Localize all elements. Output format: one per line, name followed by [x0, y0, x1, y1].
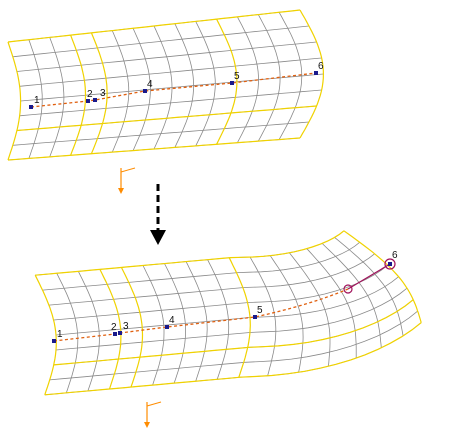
- bent-point-marker-4: [165, 325, 169, 329]
- lattice-line: [44, 322, 422, 396]
- bent-lattice-wireframe: [35, 230, 422, 396]
- lattice-line: [53, 299, 414, 366]
- lattice-ring: [153, 25, 173, 150]
- lattice-ring: [49, 37, 65, 158]
- lattice-outline: [7, 137, 301, 161]
- lattice-outline: [7, 9, 301, 43]
- lattice-edge-ring: [90, 32, 108, 154]
- bent-point-marker-3: [118, 331, 122, 335]
- lattice-outline: [44, 322, 422, 396]
- straight-point-marker-6: [314, 71, 318, 75]
- lattice-ring: [77, 271, 100, 392]
- lattice-edge-ring: [299, 9, 325, 139]
- bent-point-label-4: 4: [169, 315, 175, 326]
- lattice-ring: [289, 252, 331, 367]
- straight-point-label-4: 4: [147, 79, 153, 90]
- straight-point-label-3: 3: [100, 88, 106, 99]
- straight-point-label-1: 1: [34, 95, 40, 106]
- bent-point-label-2: 2: [111, 322, 117, 333]
- straight-path-line: [30, 72, 317, 108]
- straight-point-label-5: 5: [234, 71, 240, 82]
- bend-marker-end: [384, 258, 396, 270]
- straight-point-label-6: 6: [318, 61, 324, 72]
- straight-lattice-wireframe: [7, 9, 324, 161]
- lattice-ring: [207, 259, 230, 380]
- straight-point-marker-2: [86, 99, 90, 103]
- bent-point-marker-1: [52, 339, 56, 343]
- lattice-edge-ring: [228, 257, 251, 378]
- lattice-edge-ring: [99, 269, 122, 390]
- lattice-edge-ring: [7, 41, 22, 161]
- lattice-outline: [35, 230, 345, 276]
- lattice-ring: [164, 263, 187, 384]
- arrow-down-dashed-icon: [150, 184, 166, 245]
- bent-point-label-6: 6: [392, 250, 398, 261]
- lattice-edge-ring: [343, 230, 422, 323]
- straight-axis-icon: [118, 167, 136, 194]
- lattice-ring: [237, 16, 259, 143]
- straight-point-label-2: 2: [87, 89, 93, 100]
- lattice-rib: [16, 105, 317, 132]
- straight-lattice-edges: [7, 9, 325, 161]
- lattice-ring: [132, 28, 151, 151]
- lattice-ring: [195, 21, 216, 147]
- straight-point-marker-1: [29, 105, 33, 109]
- lattice-edge-ring: [216, 18, 238, 145]
- bent-path-line: [53, 288, 349, 342]
- lattice-edge-ring: [34, 274, 57, 395]
- lattice-edge-ring: [120, 267, 144, 388]
- lattice-ring: [278, 12, 303, 140]
- bent-lattice-edges: [34, 230, 422, 396]
- bent-point-label-1: 1: [57, 329, 63, 340]
- lattice-ring: [257, 14, 281, 142]
- lattice-ring: [185, 261, 208, 382]
- straight-point-marker-3: [93, 98, 97, 102]
- lattice-line: [42, 241, 360, 291]
- lattice-ring: [56, 273, 79, 394]
- lattice-ring: [321, 243, 382, 348]
- bent-point-marker-5: [253, 315, 257, 319]
- bent-point-marker-2: [113, 332, 117, 336]
- bent-point-label-3: 3: [123, 321, 129, 332]
- bent-point-label-5: 5: [257, 305, 263, 316]
- bent-point-marker-6: [388, 262, 392, 266]
- lattice-ring: [249, 256, 277, 376]
- lattice-ring: [174, 23, 195, 148]
- bent-axis-icon: [144, 401, 162, 428]
- lattice-ring: [28, 39, 43, 159]
- lattice-ring: [334, 237, 404, 336]
- bent-path-segment: [347, 263, 391, 290]
- lattice-ring: [306, 248, 357, 359]
- straight-point-marker-4: [143, 89, 147, 93]
- straight-point-marker-5: [230, 81, 234, 85]
- lattice-ring: [269, 255, 304, 373]
- bend-marker-start: [343, 284, 353, 294]
- lattice-ring: [111, 30, 130, 153]
- lattice-edge-ring: [70, 34, 87, 156]
- lattice-ring: [142, 265, 165, 386]
- lattice-rib: [53, 299, 414, 366]
